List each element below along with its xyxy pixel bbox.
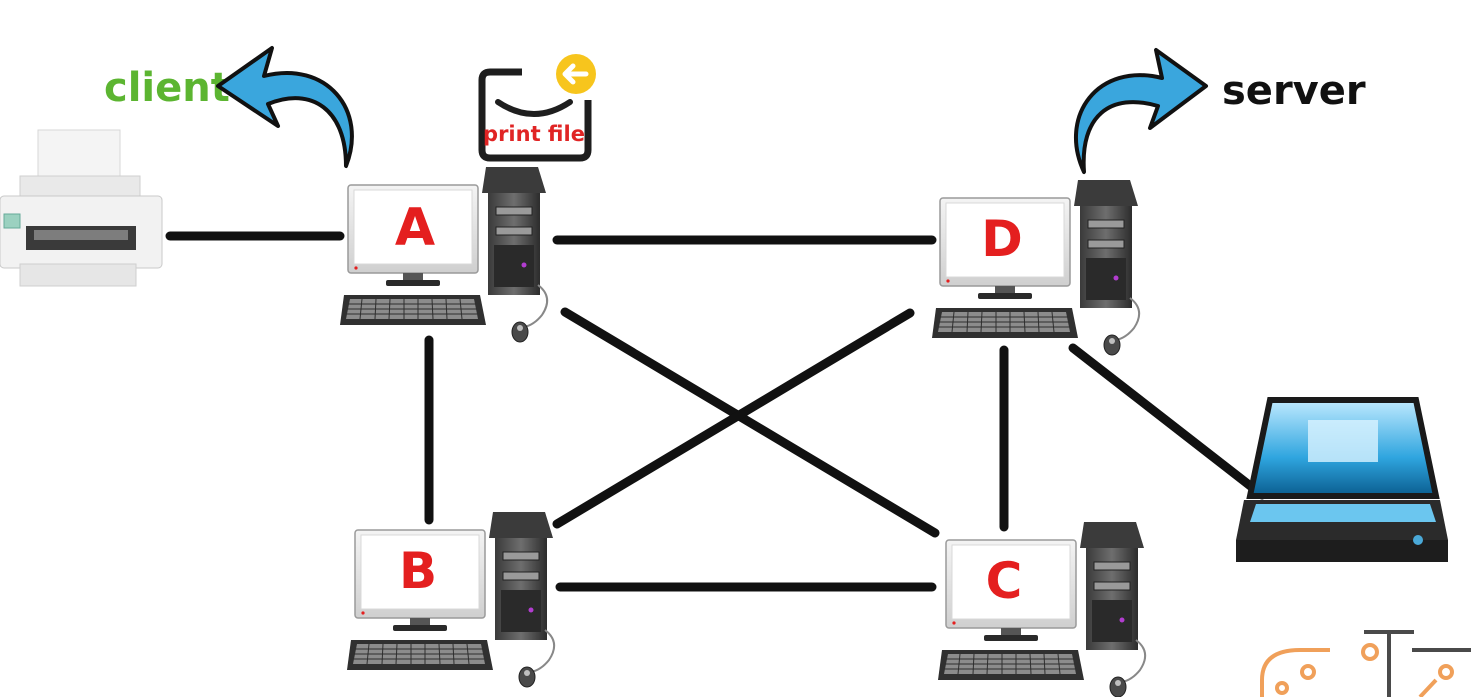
computer-d: D	[931, 179, 1141, 356]
computer-b-label: B	[399, 542, 437, 600]
computer-a: A	[339, 166, 549, 343]
print-file-icon: print file	[478, 68, 592, 162]
computer-c-label: C	[986, 552, 1023, 610]
link-a-c	[560, 307, 940, 538]
client-label: client	[104, 65, 230, 111]
computer-a-label: A	[395, 198, 435, 258]
computer-b: B	[346, 511, 556, 688]
arrow-left-icon	[556, 54, 596, 94]
scanner-icon	[1236, 397, 1448, 562]
print-file-label: print file	[483, 122, 585, 146]
link-d-scanner	[1068, 343, 1267, 500]
curved-arrow-icon	[216, 46, 354, 168]
link-b-d	[552, 308, 915, 529]
computer-d-label: D	[981, 210, 1023, 268]
curved-arrow-icon	[1073, 48, 1208, 174]
server-label: server	[1222, 68, 1366, 114]
printer-icon	[0, 129, 163, 287]
computer-c: C	[937, 521, 1147, 697]
network-links	[165, 231, 1267, 592]
circuit-logo-icon	[1260, 630, 1471, 697]
